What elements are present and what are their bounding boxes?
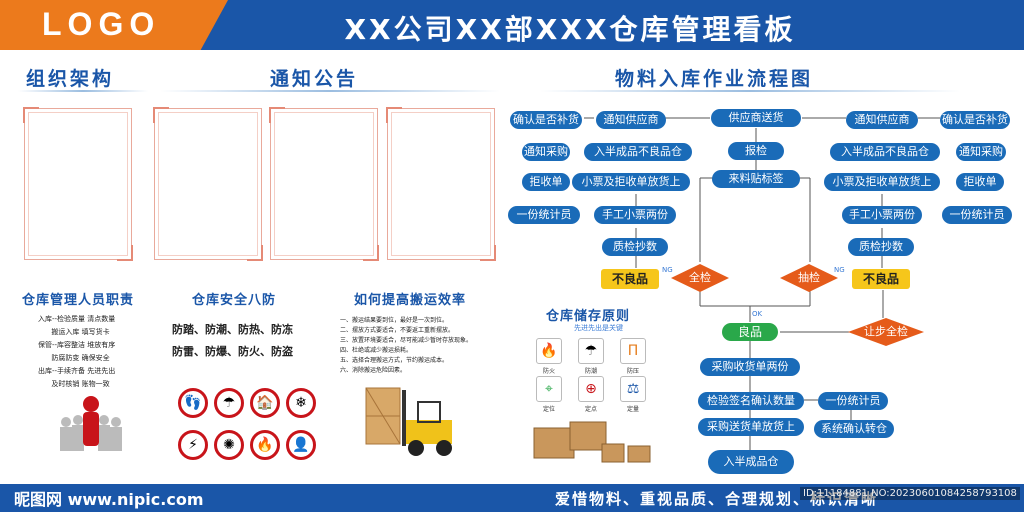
flow-label: 来料贴标签 (712, 170, 800, 188)
flow-left-purchase: 通知采购 (522, 143, 570, 161)
flow-right-ticket: 小票及拒收单放货上 (824, 173, 940, 191)
flow-left-qc: 质检抄数 (602, 238, 668, 256)
duty-title: 仓库管理人员职责 (22, 293, 135, 308)
fire-icon: 🔥 (250, 430, 280, 460)
flow-semi-in: 入半成品仓 (708, 450, 794, 474)
storage-label: 防潮 (584, 368, 597, 375)
notice-title: 通知公告 (270, 68, 359, 90)
divider (18, 90, 148, 92)
flow-left-confirm: 确认是否补货 (510, 111, 582, 129)
divider (540, 90, 960, 92)
flow-left-reject: 拒收单 (522, 173, 570, 191)
ng-label: NG (662, 266, 673, 274)
org-title: 组织架构 (26, 68, 115, 90)
flow-left-manual: 手工小票两份 (594, 206, 676, 224)
flow-supplier-delivery: 供应商送货 (711, 109, 801, 127)
flow-left-bad: 不良品 (601, 269, 659, 289)
flow-left-semi: 入半成品不良品仓 (584, 143, 692, 161)
flow-right-bad: 不良品 (852, 269, 910, 289)
flow-right-semi: 入半成品不良品仓 (830, 143, 940, 161)
heat-icon: 🏠 (250, 388, 280, 418)
logo: LOGO (0, 0, 228, 50)
efficiency-list: 一、搬运结果要到位，最好是一次到位。 二、摆放方式要适合，不要返工重新摆放。 三… (340, 317, 473, 374)
flow-left-ticket: 小票及拒收单放货上 (572, 173, 690, 191)
forklift-icon (364, 384, 470, 462)
ng-label: NG (834, 266, 845, 274)
fire-prevent-icon: 🔥 (536, 338, 562, 364)
flow-title: 物料入库作业流程图 (615, 68, 814, 90)
notice-frame (386, 107, 496, 261)
flow-right-manual: 手工小票两份 (842, 206, 922, 224)
storage-subtitle: 先进先出是关键 (574, 324, 623, 332)
location-icon: ⌖ (536, 376, 562, 402)
watermark: 昵图网 www.nipic.com (14, 490, 204, 509)
safety-title: 仓库安全八防 (192, 293, 277, 308)
storage-label: 防火 (542, 368, 555, 375)
notice-frame (153, 107, 263, 261)
flow-sign: 检验签名确认数量 (698, 392, 804, 410)
flow-right-qc: 质检抄数 (848, 238, 914, 256)
divider (160, 90, 500, 92)
storage-label: 定量 (626, 406, 639, 413)
storage-label: 定点 (584, 406, 597, 413)
flow-stat: 一份统计员 (818, 392, 888, 410)
storage-label: 防压 (626, 368, 639, 375)
storage-title: 仓库储存原则 (546, 309, 631, 324)
boxes-icon (530, 418, 656, 466)
flow-right-confirm: 确认是否补货 (940, 111, 1010, 129)
flow-inspect: 报检 (728, 142, 784, 160)
image-id: ID:11184881 NO:20230601084258793108 (800, 487, 1020, 500)
footer-bar (0, 484, 1024, 512)
no-step-icon: 👣 (178, 388, 208, 418)
safety-line-2: 防雷、防爆、防火、防盗 (172, 345, 293, 358)
explosion-icon: ✺ (214, 430, 244, 460)
duty-list: 入库--检验质量 清点数量 搬运入库 填写货卡 保管--库容整洁 堆放有序 防腐… (38, 315, 116, 388)
person-figure (46, 392, 136, 454)
scale-icon: ⚖ (620, 376, 646, 402)
pressure-icon: Π (620, 338, 646, 364)
flow-good: 良品 (722, 323, 778, 341)
flow-right-notify: 通知供应商 (846, 111, 918, 129)
storage-label: 定位 (542, 406, 555, 413)
lightning-icon: ⚡ (178, 430, 208, 460)
flow-right-reject: 拒收单 (956, 173, 1004, 191)
flow-place: 采购送货单放货上 (698, 418, 804, 436)
notice-frame (269, 107, 379, 261)
page-title: XX公司XX部XXX仓库管理看板 (344, 13, 796, 46)
org-frame (23, 107, 133, 261)
ok-label: OK (752, 310, 763, 318)
flow-right-one: 一份统计员 (942, 206, 1012, 224)
efficiency-title: 如何提高搬运效率 (354, 293, 467, 308)
safety-line-1: 防踏、防潮、防热、防冻 (172, 323, 293, 336)
umbrella-icon: ☂ (214, 388, 244, 418)
footer-slogan: 爱惜物料、重视品质、合理规划、标识清晰 (555, 490, 879, 508)
thief-icon: 👤 (286, 430, 316, 460)
target-icon: ⊕ (578, 376, 604, 402)
flow-confirm: 系统确认转仓 (814, 420, 894, 438)
flow-left-notify: 通知供应商 (596, 111, 666, 129)
snowflake-icon: ❄ (286, 388, 316, 418)
flow-left-one: 一份统计员 (508, 206, 580, 224)
flow-receipt: 采购收货单两份 (700, 358, 800, 376)
umbrella-icon: ☂ (578, 338, 604, 364)
flow-right-purchase: 通知采购 (956, 143, 1006, 161)
